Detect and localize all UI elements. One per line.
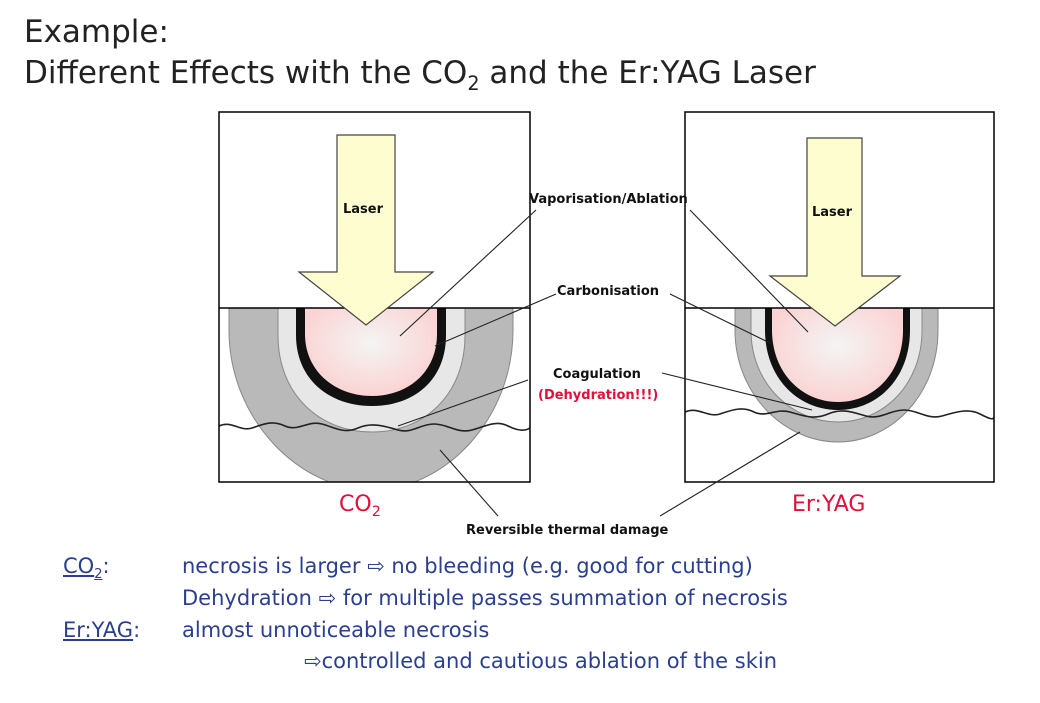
- leader-coagulation-eryag: [661, 372, 813, 411]
- title-text-b: and the Er:YAG Laser: [479, 55, 816, 91]
- eryag-term-text: Er:YAG: [63, 618, 134, 642]
- leader-vaporisation-co2: [399, 209, 537, 337]
- co2-term-main: CO: [63, 554, 95, 578]
- co2-term: CO2:: [63, 554, 110, 581]
- co2-caption-subscript: 2: [371, 504, 381, 520]
- eryag-note-line-2: ⇨controlled and cautious ablation of the…: [304, 649, 778, 673]
- co2-laser-label: Laser: [343, 202, 384, 217]
- co2-term-subscript: 2: [94, 566, 103, 582]
- title-line-2: Different Effects with the CO2 and the E…: [24, 55, 816, 93]
- vaporisation-ablation-label: Vaporisation/Ablation: [529, 192, 688, 207]
- leader-lines: [397, 209, 813, 517]
- co2-tissue-wavy-line: [218, 422, 531, 432]
- co2-laser-arrow: [297, 134, 435, 326]
- eryag-term-colon: :: [133, 618, 141, 642]
- co2-term-colon: :: [102, 554, 110, 578]
- eryag-caption: Er:YAG: [792, 492, 866, 517]
- eryag-tissue-wavy-line: [684, 408, 995, 420]
- co2-caption-main: CO: [339, 492, 372, 517]
- coagulation-label: Coagulation: [553, 367, 641, 382]
- leader-carbonisation-eryag: [669, 293, 773, 345]
- eryag-ablation-crater: [772, 308, 903, 402]
- leader-coagulation-co2: [397, 379, 529, 427]
- eryag-note-line-1: almost unnoticeable necrosis: [182, 618, 490, 642]
- dehydration-label: (Dehydration!!!): [538, 388, 659, 403]
- leader-reversible-co2: [439, 449, 499, 517]
- carbonisation-label: Carbonisation: [557, 284, 660, 299]
- leader-vaporisation-eryag: [689, 209, 809, 333]
- co2-panel: [218, 111, 531, 483]
- eryag-panel-frame: [684, 111, 995, 483]
- eryag-laser-label: Laser: [812, 205, 853, 220]
- leader-reversible-eryag: [659, 431, 801, 517]
- co2-note-line-2: Dehydration ⇨ for multiple passes summat…: [182, 586, 788, 610]
- title-text-a: Different Effects with the CO: [24, 55, 468, 91]
- co2-panel-frame: [218, 111, 531, 483]
- title-subscript: 2: [467, 71, 480, 95]
- co2-note-line-1: necrosis is larger ⇨ no bleeding (e.g. g…: [182, 554, 753, 578]
- eryag-laser-arrow: [768, 137, 902, 327]
- reversible-thermal-damage-label: Reversible thermal damage: [466, 523, 669, 538]
- title-line-1: Example:: [24, 14, 169, 50]
- leader-carbonisation-co2: [434, 293, 557, 347]
- co2-caption: CO2: [339, 492, 381, 520]
- eryag-term: Er:YAG:: [63, 620, 140, 641]
- eryag-panel: [684, 111, 995, 483]
- co2-ablation-crater: [305, 308, 437, 396]
